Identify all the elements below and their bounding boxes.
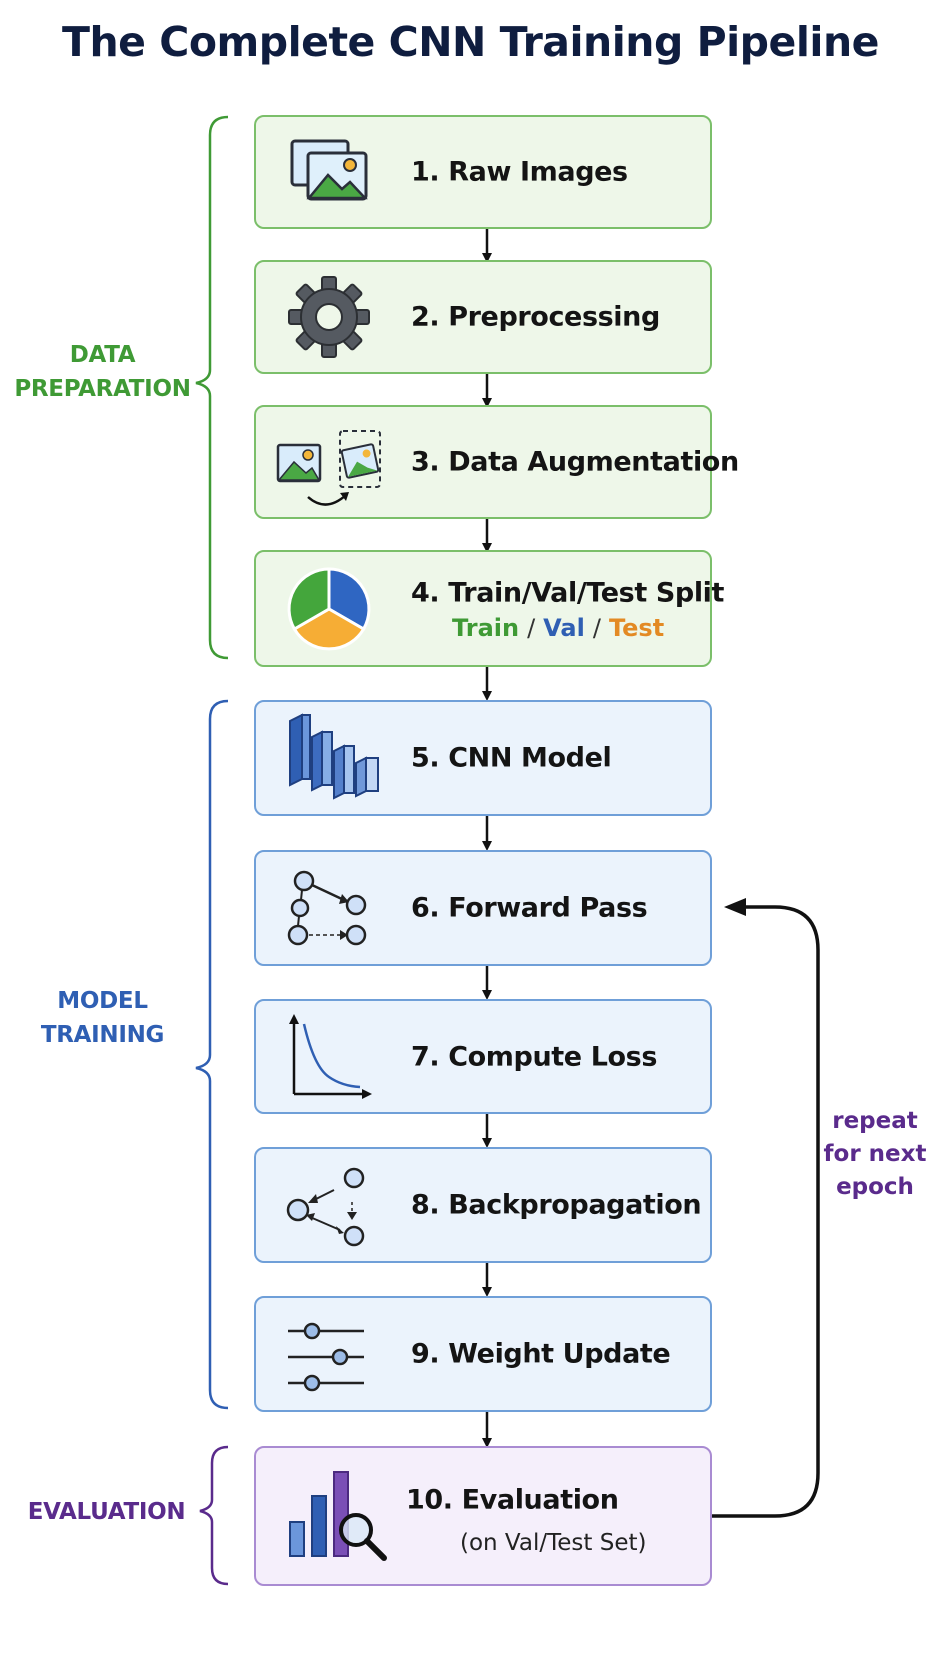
images-icon bbox=[290, 139, 368, 201]
stage-label-line: DATA bbox=[69, 342, 136, 368]
loop-label-line: epoch bbox=[836, 1174, 914, 1200]
cnn-layers-icon bbox=[289, 713, 379, 800]
step-label: 7. Compute Loss bbox=[411, 1041, 658, 1072]
step-train-val-test-split: 4. Train/Val/Test Split Train/Val/Test bbox=[254, 550, 724, 667]
step-label: 3. Data Augmentation bbox=[411, 446, 739, 478]
step-weight-update: 9. Weight Update bbox=[254, 1296, 712, 1412]
backprop-nodes-icon bbox=[286, 1167, 365, 1247]
step-backpropagation: 8. Backpropagation bbox=[254, 1147, 712, 1263]
stage-label-model-training: MODEL TRAINING bbox=[10, 984, 195, 1052]
sliders-icon bbox=[288, 1322, 364, 1392]
step-cnn-model: 5. CNN Model bbox=[254, 700, 712, 816]
step-label: 8. Backpropagation bbox=[411, 1189, 702, 1221]
loop-arrow bbox=[712, 898, 820, 1518]
split-separator: / bbox=[592, 614, 601, 642]
loop-label-line: repeat bbox=[832, 1108, 918, 1134]
step-forward-pass: 6. Forward Pass bbox=[254, 850, 712, 966]
augmentation-icon bbox=[276, 430, 381, 506]
brace-model-training bbox=[195, 699, 229, 1410]
stage-label-line: TRAINING bbox=[40, 1022, 165, 1048]
brace-data-preparation bbox=[195, 115, 229, 660]
split-train-label: Train bbox=[452, 614, 520, 642]
forward-nodes-icon bbox=[287, 870, 367, 946]
step-sublabel: (on Val/Test Set) bbox=[460, 1530, 647, 1556]
gear-icon bbox=[288, 276, 370, 358]
brace-evaluation bbox=[199, 1445, 229, 1586]
page-title: The Complete CNN Training Pipeline bbox=[62, 18, 879, 66]
stage-label-line: PREPARATION bbox=[14, 376, 191, 402]
split-val-label: Val bbox=[543, 614, 585, 642]
step-preprocessing: 2. Preprocessing bbox=[254, 260, 712, 374]
stage-label-evaluation: EVALUATION bbox=[14, 1495, 199, 1529]
step-evaluation: 10. Evaluation (on Val/Test Set) bbox=[254, 1446, 712, 1586]
loss-curve-icon bbox=[289, 1013, 372, 1099]
loop-label: repeat for next epoch bbox=[820, 1105, 930, 1204]
split-test-label: Test bbox=[608, 614, 665, 642]
step-label: 1. Raw Images bbox=[411, 156, 628, 188]
bar-chart-magnifier-icon bbox=[289, 1471, 387, 1561]
step-label: 4. Train/Val/Test Split bbox=[411, 577, 725, 609]
pie-chart-icon bbox=[287, 566, 371, 650]
loop-label-line: for next bbox=[823, 1141, 927, 1167]
step-label: 5. CNN Model bbox=[411, 742, 612, 774]
step-label: 9. Weight Update bbox=[411, 1338, 671, 1370]
step-data-augmentation: 3. Data Augmentation bbox=[254, 405, 739, 519]
step-label: 6. Forward Pass bbox=[411, 892, 648, 924]
step-compute-loss: 7. Compute Loss bbox=[254, 999, 712, 1114]
step-label: 2. Preprocessing bbox=[411, 301, 660, 333]
stage-label-data-preparation: DATA PREPARATION bbox=[10, 338, 195, 406]
split-legend: Train/Val/Test bbox=[452, 614, 664, 642]
split-separator: / bbox=[527, 614, 536, 642]
stage-label-line: MODEL bbox=[57, 988, 148, 1014]
step-raw-images: 1. Raw Images bbox=[254, 115, 712, 229]
stage-label-line: EVALUATION bbox=[27, 1499, 186, 1525]
step-label: 10. Evaluation bbox=[406, 1484, 619, 1516]
